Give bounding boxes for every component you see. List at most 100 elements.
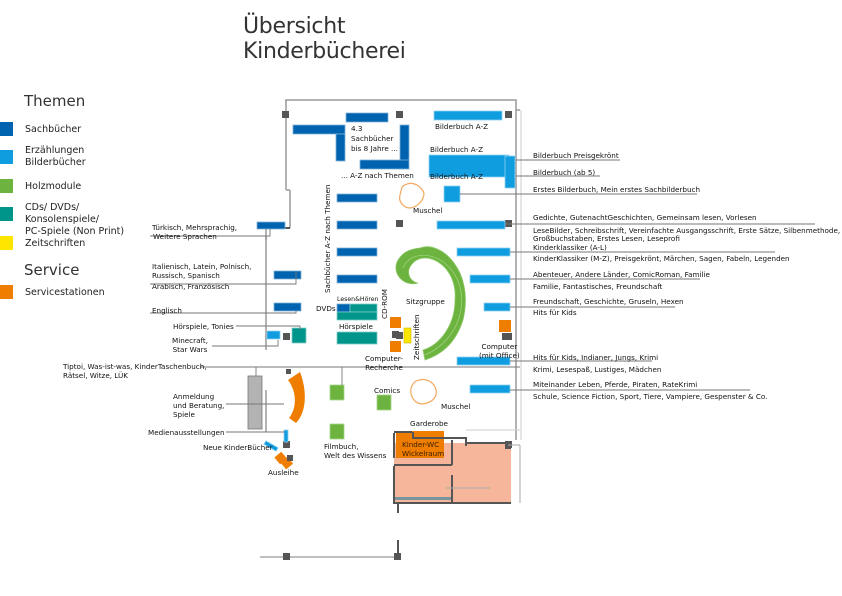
label-muschel-bottom: Muschel xyxy=(441,402,471,411)
label-anmeldung: Anmeldung und Beratung, Spiele xyxy=(173,392,224,419)
legend-label-erzaehlungen: Erzählungen Bilderbücher xyxy=(25,145,86,169)
label-sachbuecher-vertical: Sachbücher A-Z nach Themen xyxy=(323,184,332,293)
label-bilderbuch-az-top: Bilderbuch A-Z xyxy=(435,122,489,131)
label-muschel-top: Muschel xyxy=(413,206,443,215)
label-computer-office: Computer (mit Office) xyxy=(479,342,520,360)
label-bilderbuch-az-mid: Bilderbuch A-Z xyxy=(430,145,484,154)
label-right-14: Miteinander Leben, Pferde, Piraten, Rate… xyxy=(533,380,698,389)
legend-label-line: Bilderbücher xyxy=(25,157,86,168)
legend-swatch-sachbuecher xyxy=(0,122,13,136)
erzaehlungen-shelves xyxy=(263,110,516,452)
legend: Themen Sachbücher Erzählungen Bilderbüch… xyxy=(0,92,150,312)
label-hoerspiele: Hörspiele xyxy=(339,322,373,331)
label-line: Kinder-WC xyxy=(402,440,440,449)
muschel-bottom xyxy=(410,379,437,405)
label-az-nach-themen: ... A-Z nach Themen xyxy=(341,171,414,180)
label-zeitschriften: Zeitschriften xyxy=(412,314,421,360)
label-line: (mit Office) xyxy=(479,351,520,360)
label-englisch: Englisch xyxy=(152,306,182,315)
title-line-2: Kinderbücherei xyxy=(243,39,406,64)
legend-label-line: Erzählungen xyxy=(25,145,85,156)
label-sachbuecher-43: 4.3 Sachbücher bis 8 Jahre ... xyxy=(351,124,398,154)
label-italienisch: Italienisch, Latein, Polnisch, Russisch,… xyxy=(152,262,251,280)
label-cd-rom: CD-ROM xyxy=(380,289,389,319)
legend-label-zeitschriften: Zeitschriften xyxy=(25,238,86,249)
label-right-11: Hits für Kids xyxy=(533,308,577,317)
label-medienausstellungen: Medienausstellungen xyxy=(148,428,225,437)
leader-lines xyxy=(150,229,520,433)
walls xyxy=(258,99,522,560)
label-kinder-wc: Kinder-WC Wickelraum xyxy=(402,440,444,458)
label-right-1: Bilderbuch (ab 5) xyxy=(533,168,596,177)
legend-heading-themen: Themen xyxy=(24,92,86,110)
label-minecraft: Minecraft, Star Wars xyxy=(172,336,208,354)
label-filmbuch: Filmbuch, Welt des Wissens xyxy=(324,442,386,460)
label-right-6: Kinderklassiker (A-L) xyxy=(533,243,607,252)
label-right-3: Gedichte, GutenachtGeschichten, Gemeinsa… xyxy=(533,213,757,222)
label-comics: Comics xyxy=(374,386,401,395)
label-lesen-hoeren: Lesen&Hören xyxy=(337,296,379,303)
label-line: Türkisch, Mehrsprachig, xyxy=(152,223,238,232)
label-dvds: DVDs xyxy=(316,304,336,313)
label-right-12: Hits für Kids, Indianer, Jungs, Krimi xyxy=(533,353,659,362)
label-line: 4.3 xyxy=(351,124,363,133)
sachbuecher-shelves xyxy=(256,112,410,313)
legend-swatch-servicestationen xyxy=(0,285,13,299)
label-line: Welt des Wissens xyxy=(324,451,387,460)
non-print-shelves xyxy=(291,303,378,345)
label-line: Italienisch, Latein, Polnisch, xyxy=(152,262,252,271)
title-line-1: Übersicht xyxy=(243,14,346,39)
label-arabisch: Arabisch, Französisch xyxy=(152,282,230,291)
label-line: Rätsel, Witze, LÜK xyxy=(63,371,128,380)
label-computer-recherche: Computer- Recherche xyxy=(365,354,403,372)
label-line: Sachbücher xyxy=(351,134,394,143)
label-neue-kinderbuecher: Neue KinderBücher xyxy=(203,443,273,452)
label-garderobe: Garderobe xyxy=(410,419,448,428)
leader-lines-right xyxy=(460,159,815,391)
label-bilderbuch-az-low: Bilderbuch A-Z xyxy=(430,172,484,181)
servicestationen xyxy=(274,317,511,470)
label-line: bis 8 Jahre ... xyxy=(351,144,398,153)
label-right-4: LeseBilder, Schreibschrift, Vereinfachte… xyxy=(533,226,841,235)
legend-label-holzmodule: Holzmodule xyxy=(25,181,82,192)
legend-swatch-holzmodule xyxy=(0,179,13,193)
label-right-7: KinderKlassiker (M-Z), Preisgekrönt, Mär… xyxy=(533,254,790,263)
zeitschriften-rack xyxy=(403,327,412,344)
page-title: Übersicht Kinderbücherei xyxy=(243,14,406,64)
label-line: Wickelraum xyxy=(402,449,445,458)
label-right-13: Krimi, Lesespaß, Lustiges, Mädchen xyxy=(533,365,662,374)
label-right-9: Familie, Fantastisches, Freundschaft xyxy=(533,282,663,291)
label-line: Star Wars xyxy=(172,345,208,354)
label-line: Anmeldung xyxy=(173,392,215,401)
anmeldung-counter xyxy=(247,375,263,430)
label-line: Minecraft, xyxy=(172,336,208,345)
sitzgruppe-spiral xyxy=(395,246,466,361)
muschel-top xyxy=(399,182,425,209)
legend-label-line: PC-Spiele (Non Print) xyxy=(25,226,125,237)
label-line: Computer xyxy=(481,342,518,351)
legend-label-non-print: CDs/ DVDs/ Konsolenspiele/ PC-Spiele (No… xyxy=(25,202,150,238)
label-line: Weitere Sprachen xyxy=(153,232,217,241)
label-line: Tiptoi, Was-ist-was, KinderTaschenbuch, xyxy=(63,362,207,371)
legend-label-servicestationen: Servicestationen xyxy=(25,287,105,298)
holzmodule xyxy=(329,384,392,440)
label-right-0: Bilderbuch Preisgekrönt xyxy=(533,151,619,160)
legend-label-sachbuecher: Sachbücher xyxy=(25,124,82,135)
legend-heading-service: Service xyxy=(24,261,80,279)
label-line: Spiele xyxy=(173,410,195,419)
label-tuerkisch: Türkisch, Mehrsprachig, Weitere Sprachen xyxy=(152,223,237,241)
label-right-5: Großbuchstaben, Erstes Lesen, Leseprofi xyxy=(533,234,680,243)
label-line: Recherche xyxy=(365,363,403,372)
legend-swatch-erzaehlungen xyxy=(0,150,13,164)
label-hoerspiele-tonies: Hörspiele, Tonies xyxy=(173,322,234,331)
label-tiptoi: Tiptoi, Was-ist-was, KinderTaschenbuch, … xyxy=(63,362,207,380)
label-line: Russisch, Spanisch xyxy=(152,271,220,280)
label-line: Filmbuch, xyxy=(324,442,359,451)
label-right-8: Abenteuer, Andere Länder, ComicRoman, Fa… xyxy=(533,270,710,279)
legend-swatch-non-print xyxy=(0,207,13,221)
label-right-10: Freundschaft, Geschichte, Gruseln, Hexen xyxy=(533,297,684,306)
label-line: und Beratung, xyxy=(173,401,225,410)
label-right-15: Schule, Science Fiction, Sport, Tiere, V… xyxy=(533,392,768,401)
label-ausleihe: Ausleihe xyxy=(268,468,299,477)
